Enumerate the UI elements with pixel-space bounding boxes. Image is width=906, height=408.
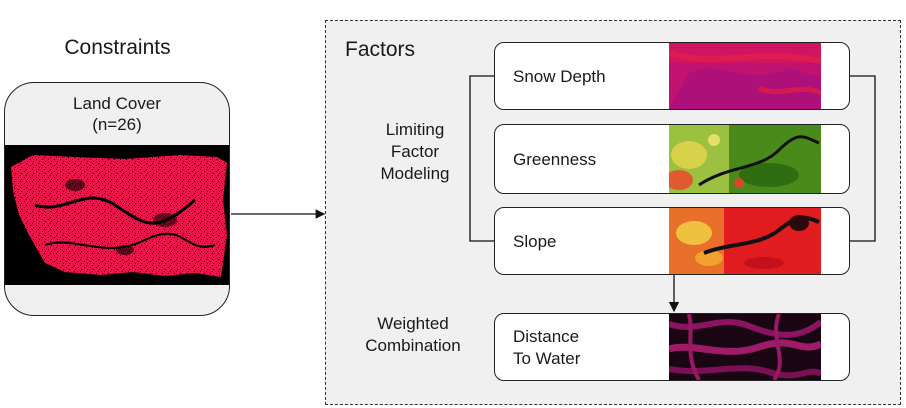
slope-map <box>669 208 821 274</box>
land-cover-map <box>5 145 229 285</box>
factor-card-snow-depth: Snow Depth <box>494 42 850 110</box>
factors-title: Factors <box>345 38 416 61</box>
limiting-label-line: Factor <box>390 142 440 161</box>
factor-label-line: Distance <box>513 327 580 346</box>
factor-label: Slope <box>513 232 557 251</box>
factor-card-greenness: Greenness <box>494 124 850 194</box>
factor-label: Snow Depth <box>513 67 606 86</box>
distance-to-water-map <box>669 314 821 380</box>
factor-card-slope: Slope <box>494 207 850 275</box>
right-bracket-line <box>850 75 876 242</box>
left-bracket-line <box>469 75 494 242</box>
weighted-combination-label: Weighted Combination <box>352 313 474 357</box>
factor-label: Distance To Water <box>513 326 580 370</box>
land-cover-label: Land Cover (n=26) <box>5 93 229 135</box>
land-cover-card: Land Cover (n=26) <box>4 82 230 316</box>
snow-depth-map <box>669 43 821 109</box>
factor-label: Greenness <box>513 150 597 169</box>
land-cover-title: Land Cover <box>73 94 161 113</box>
limiting-label-line: Modeling <box>380 164 450 183</box>
constraints-title: Constraints <box>64 36 171 59</box>
land-cover-count: (n=26) <box>92 115 142 134</box>
limiting-factor-modeling-label: Limiting Factor Modeling <box>360 119 470 185</box>
weighted-label-line: Combination <box>365 336 461 355</box>
factor-label-line: To Water <box>513 349 581 368</box>
greenness-map <box>669 125 821 193</box>
limiting-label-line: Limiting <box>385 120 445 139</box>
factor-card-distance-to-water: Distance To Water <box>494 313 850 381</box>
weighted-label-line: Weighted <box>377 314 449 333</box>
